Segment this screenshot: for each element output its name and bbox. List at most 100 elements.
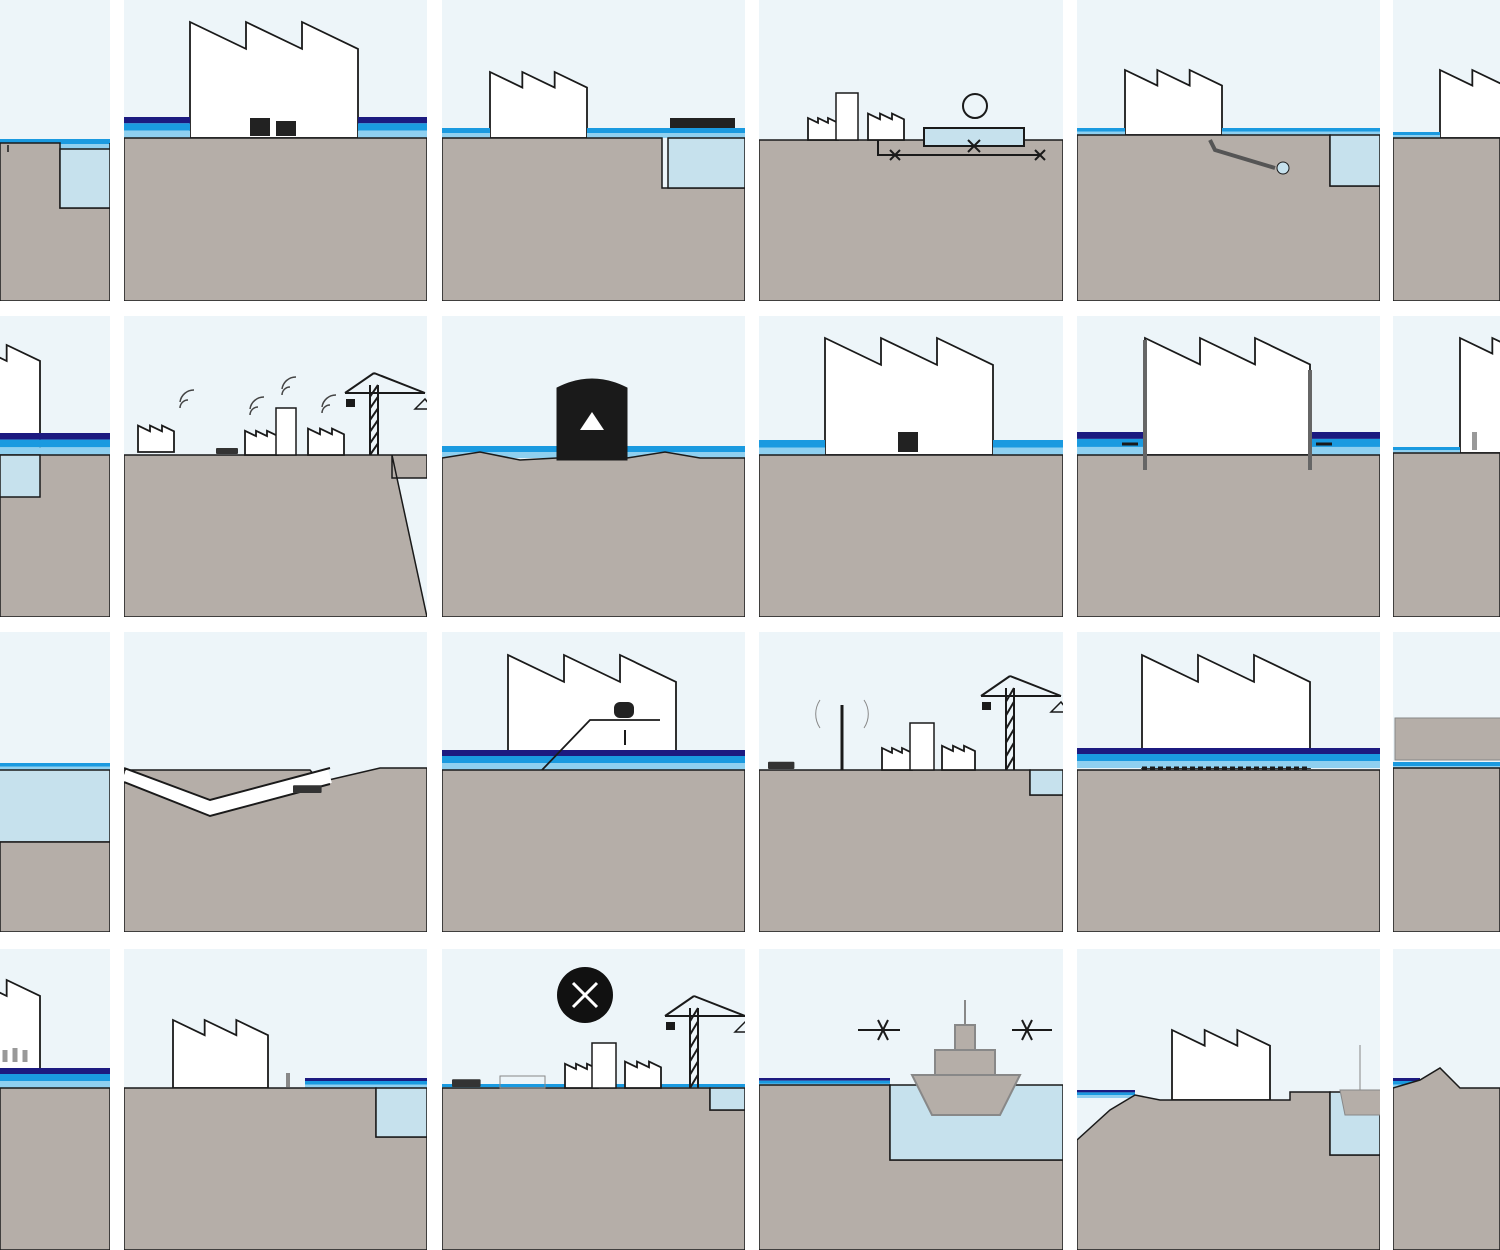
water-band-pale bbox=[305, 1084, 427, 1088]
panel-1-1 bbox=[0, 0, 110, 301]
small-factory-icon bbox=[624, 1060, 662, 1089]
truck-icon bbox=[452, 1079, 481, 1087]
factory-icon bbox=[1171, 1028, 1271, 1101]
container-icon bbox=[499, 1075, 546, 1089]
water-band-bright bbox=[587, 128, 745, 133]
panel-content bbox=[124, 632, 427, 932]
water-band-bright bbox=[1077, 438, 1145, 447]
small-factory-icon bbox=[867, 112, 905, 141]
crane-hook-icon bbox=[733, 1020, 745, 1033]
panel-content bbox=[442, 949, 745, 1250]
ramp bbox=[541, 719, 660, 771]
water-band-bright bbox=[1077, 754, 1380, 761]
water-basin bbox=[1329, 134, 1380, 187]
ground bbox=[1393, 1067, 1500, 1250]
crane-load-icon bbox=[982, 702, 991, 710]
panel-3-1 bbox=[0, 632, 110, 932]
person-icon bbox=[286, 1073, 290, 1087]
crane-icon bbox=[980, 675, 1062, 771]
water-band-bright bbox=[1077, 128, 1125, 132]
panel-content bbox=[759, 632, 1063, 932]
ground bbox=[0, 1087, 110, 1250]
panel-2-6 bbox=[1393, 316, 1500, 617]
truck-icon bbox=[768, 761, 795, 769]
factory-icon bbox=[189, 20, 359, 139]
panel-content bbox=[0, 316, 110, 617]
panel-3-2 bbox=[124, 632, 427, 932]
panel-4-2 bbox=[124, 949, 427, 1250]
wifi-icon bbox=[281, 376, 297, 396]
small-factory-icon bbox=[881, 746, 913, 771]
ground bbox=[442, 451, 745, 617]
ground bbox=[124, 137, 427, 301]
water-drop-icon bbox=[962, 93, 988, 119]
panel-2-2 bbox=[124, 316, 427, 617]
water-band-dark bbox=[124, 117, 190, 124]
water-band-dark bbox=[1393, 1078, 1420, 1081]
panel-content bbox=[124, 316, 427, 617]
water-band-bright bbox=[1393, 1081, 1420, 1085]
panel-content bbox=[1077, 632, 1380, 932]
ground bbox=[124, 454, 427, 617]
panel-content bbox=[124, 949, 427, 1250]
ground bbox=[442, 137, 745, 301]
panel-4-3 bbox=[442, 949, 745, 1250]
ground bbox=[442, 769, 745, 932]
water-band-pale bbox=[993, 447, 1063, 455]
factory-icon bbox=[0, 343, 41, 456]
factory-icon bbox=[1439, 68, 1500, 139]
water-band-pale bbox=[587, 133, 745, 138]
panel-content bbox=[759, 316, 1063, 617]
battery-icon bbox=[276, 121, 296, 136]
water-band-bright bbox=[0, 439, 110, 448]
panel-4-1 bbox=[0, 949, 110, 1250]
water-band-dark bbox=[358, 117, 427, 124]
shelter-symbol-icon bbox=[580, 412, 604, 430]
chimney-building bbox=[835, 92, 859, 141]
water-band-bright bbox=[1393, 132, 1440, 135]
water-band-dark bbox=[759, 1078, 890, 1081]
panel-content bbox=[442, 316, 745, 617]
ship-icon bbox=[1339, 1045, 1380, 1116]
water-band-pale bbox=[442, 763, 745, 770]
water-band-pale bbox=[1393, 135, 1440, 138]
small-factory-icon bbox=[244, 429, 279, 456]
panel-4-5 bbox=[1077, 949, 1380, 1250]
crane-icon bbox=[344, 372, 426, 456]
water-band-bright bbox=[1310, 438, 1380, 447]
factory-icon bbox=[489, 70, 588, 139]
ground bbox=[1393, 137, 1500, 301]
panel-content bbox=[1077, 949, 1380, 1250]
chimney-building bbox=[591, 1042, 617, 1089]
water-basin bbox=[375, 1087, 427, 1138]
ground bbox=[442, 1087, 745, 1250]
panel-3-4 bbox=[759, 632, 1063, 932]
panel-1-5 bbox=[1077, 0, 1380, 301]
water-band-bright bbox=[305, 1081, 427, 1085]
water-basin bbox=[0, 454, 41, 498]
panel-1-6 bbox=[1393, 0, 1500, 301]
panel-content bbox=[759, 0, 1063, 301]
water-band-pale bbox=[1310, 446, 1380, 455]
panel-2-5 bbox=[1077, 316, 1380, 617]
panel-content bbox=[0, 949, 110, 1250]
storage-tank bbox=[923, 127, 1025, 147]
water-band-pale bbox=[1077, 761, 1380, 768]
panel-content bbox=[1393, 0, 1500, 301]
factory-icon bbox=[824, 336, 994, 456]
water-basin bbox=[667, 137, 745, 189]
panel-1-4 bbox=[759, 0, 1063, 301]
ground bbox=[1393, 767, 1500, 932]
panel-content bbox=[1393, 316, 1500, 617]
water-band-pale bbox=[442, 133, 490, 138]
ground bbox=[1077, 769, 1380, 932]
tank-icon bbox=[614, 702, 634, 718]
factory-icon bbox=[507, 653, 677, 771]
tunnel-outline bbox=[124, 767, 331, 818]
crane-icon bbox=[664, 995, 745, 1089]
ground bbox=[0, 841, 110, 932]
cross-icon bbox=[571, 981, 599, 1009]
factory-icon bbox=[0, 978, 41, 1089]
ground bbox=[1077, 454, 1380, 617]
ground bbox=[1393, 452, 1500, 617]
